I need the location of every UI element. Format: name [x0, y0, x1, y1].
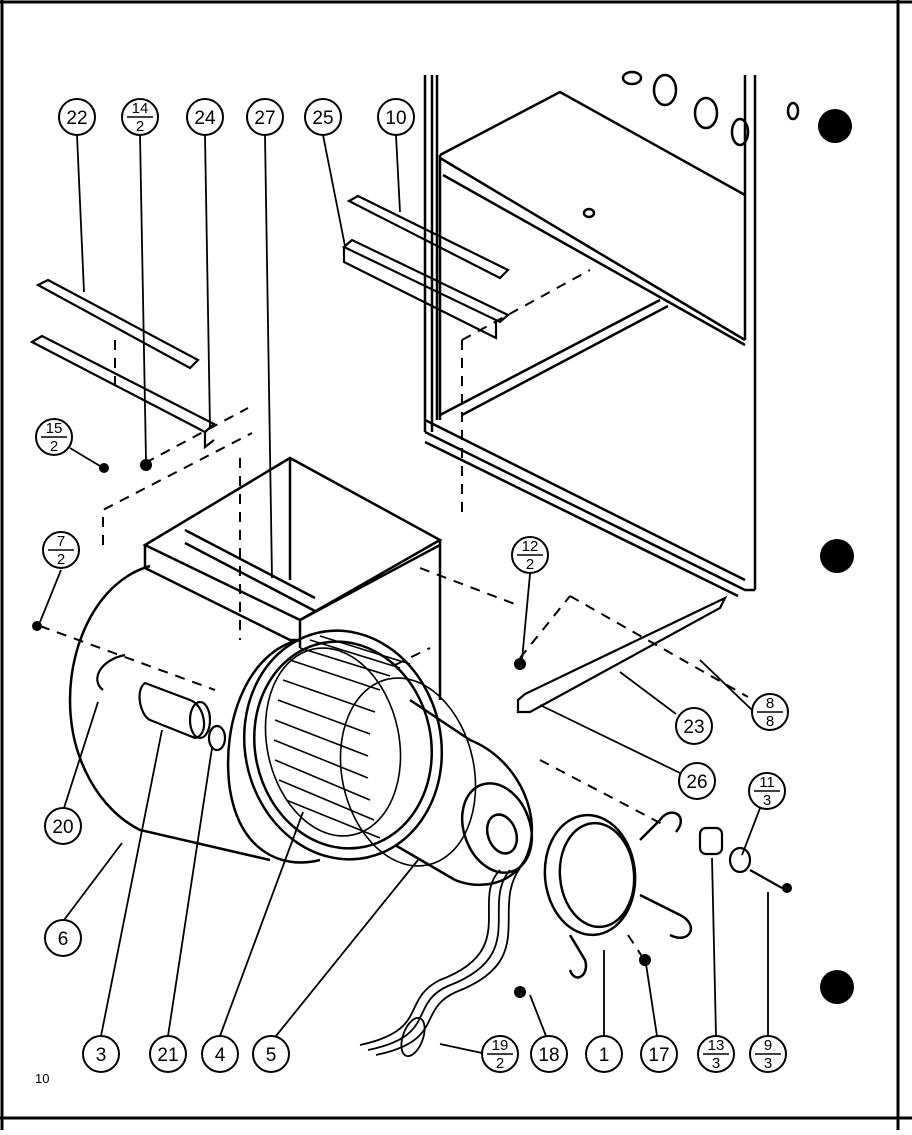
svg-text:11: 11 [759, 774, 775, 791]
svg-text:22: 22 [66, 108, 87, 129]
callout-22: 22 [58, 98, 96, 136]
callout-9-3: 9 3 [749, 1035, 787, 1073]
leader-lines [39, 134, 769, 1054]
svg-text:6: 6 [58, 929, 69, 950]
motor-wires [359, 867, 521, 1058]
callout-3: 3 [82, 1035, 120, 1073]
callout-8-8: 8 8 [751, 693, 789, 731]
page-number: 10 [35, 1071, 49, 1086]
callout-21: 21 [149, 1035, 187, 1073]
callout-12-2: 12 2 [511, 536, 549, 574]
callout-23: 23 [675, 707, 713, 745]
callout-4: 4 [201, 1035, 239, 1073]
callout-11-3: 11 3 [748, 772, 786, 810]
motor [394, 698, 534, 887]
svg-text:2: 2 [50, 438, 58, 455]
blower-housing [68, 456, 444, 864]
svg-text:27: 27 [254, 108, 275, 129]
callout-7-2: 7 2 [42, 531, 80, 569]
binder-holes [818, 109, 854, 1004]
callout-17: 17 [640, 1035, 678, 1073]
svg-text:21: 21 [157, 1045, 178, 1066]
svg-text:7: 7 [57, 533, 65, 550]
svg-text:14: 14 [132, 100, 149, 117]
svg-text:2: 2 [496, 1055, 504, 1072]
svg-text:18: 18 [538, 1045, 559, 1066]
binder-hole-middle [820, 539, 854, 573]
rails-top-left [29, 278, 216, 450]
binder-hole-bottom [820, 970, 854, 1004]
motor-mount-band [543, 811, 692, 979]
callout-27: 27 [246, 98, 284, 136]
blower-wheel [264, 635, 477, 867]
fasteners [32, 459, 792, 998]
svg-text:9: 9 [764, 1037, 772, 1054]
small-parts [96, 595, 783, 889]
callout-24: 24 [186, 98, 224, 136]
cabinet [423, 70, 800, 598]
svg-text:13: 13 [708, 1037, 725, 1054]
svg-text:20: 20 [52, 817, 73, 838]
svg-text:23: 23 [683, 717, 704, 738]
callout-15-2: 15 2 [35, 418, 73, 456]
callout-19-2: 19 2 [481, 1035, 519, 1073]
binder-hole-top [818, 109, 852, 143]
svg-text:19: 19 [492, 1037, 509, 1054]
svg-text:24: 24 [194, 108, 216, 129]
callout-10: 10 [377, 98, 415, 136]
svg-text:3: 3 [763, 792, 771, 809]
callout-25: 25 [304, 98, 342, 136]
rails-top-right [342, 194, 510, 340]
callout-5: 5 [252, 1035, 290, 1073]
callout-14-2: 14 2 [121, 98, 159, 136]
callout-6: 6 [44, 919, 82, 957]
svg-text:4: 4 [215, 1045, 226, 1066]
callout-20: 20 [44, 807, 82, 845]
svg-text:26: 26 [686, 772, 707, 793]
svg-text:1: 1 [599, 1045, 610, 1066]
svg-text:3: 3 [712, 1055, 720, 1072]
svg-text:12: 12 [522, 538, 539, 555]
svg-text:2: 2 [57, 551, 65, 568]
svg-text:3: 3 [96, 1045, 107, 1066]
svg-text:8: 8 [766, 713, 774, 730]
svg-text:2: 2 [136, 118, 144, 135]
svg-text:3: 3 [764, 1055, 772, 1072]
svg-text:2: 2 [526, 556, 534, 573]
svg-text:15: 15 [46, 420, 63, 437]
assembly-lines [39, 269, 749, 959]
svg-text:25: 25 [312, 108, 333, 129]
callout-26: 26 [678, 762, 716, 800]
svg-text:8: 8 [766, 695, 774, 712]
svg-text:5: 5 [266, 1045, 277, 1066]
svg-text:17: 17 [648, 1045, 669, 1066]
callout-18: 18 [530, 1035, 568, 1073]
callout-1: 1 [585, 1035, 623, 1073]
svg-text:10: 10 [385, 108, 406, 129]
callout-13-3: 13 3 [697, 1035, 735, 1073]
